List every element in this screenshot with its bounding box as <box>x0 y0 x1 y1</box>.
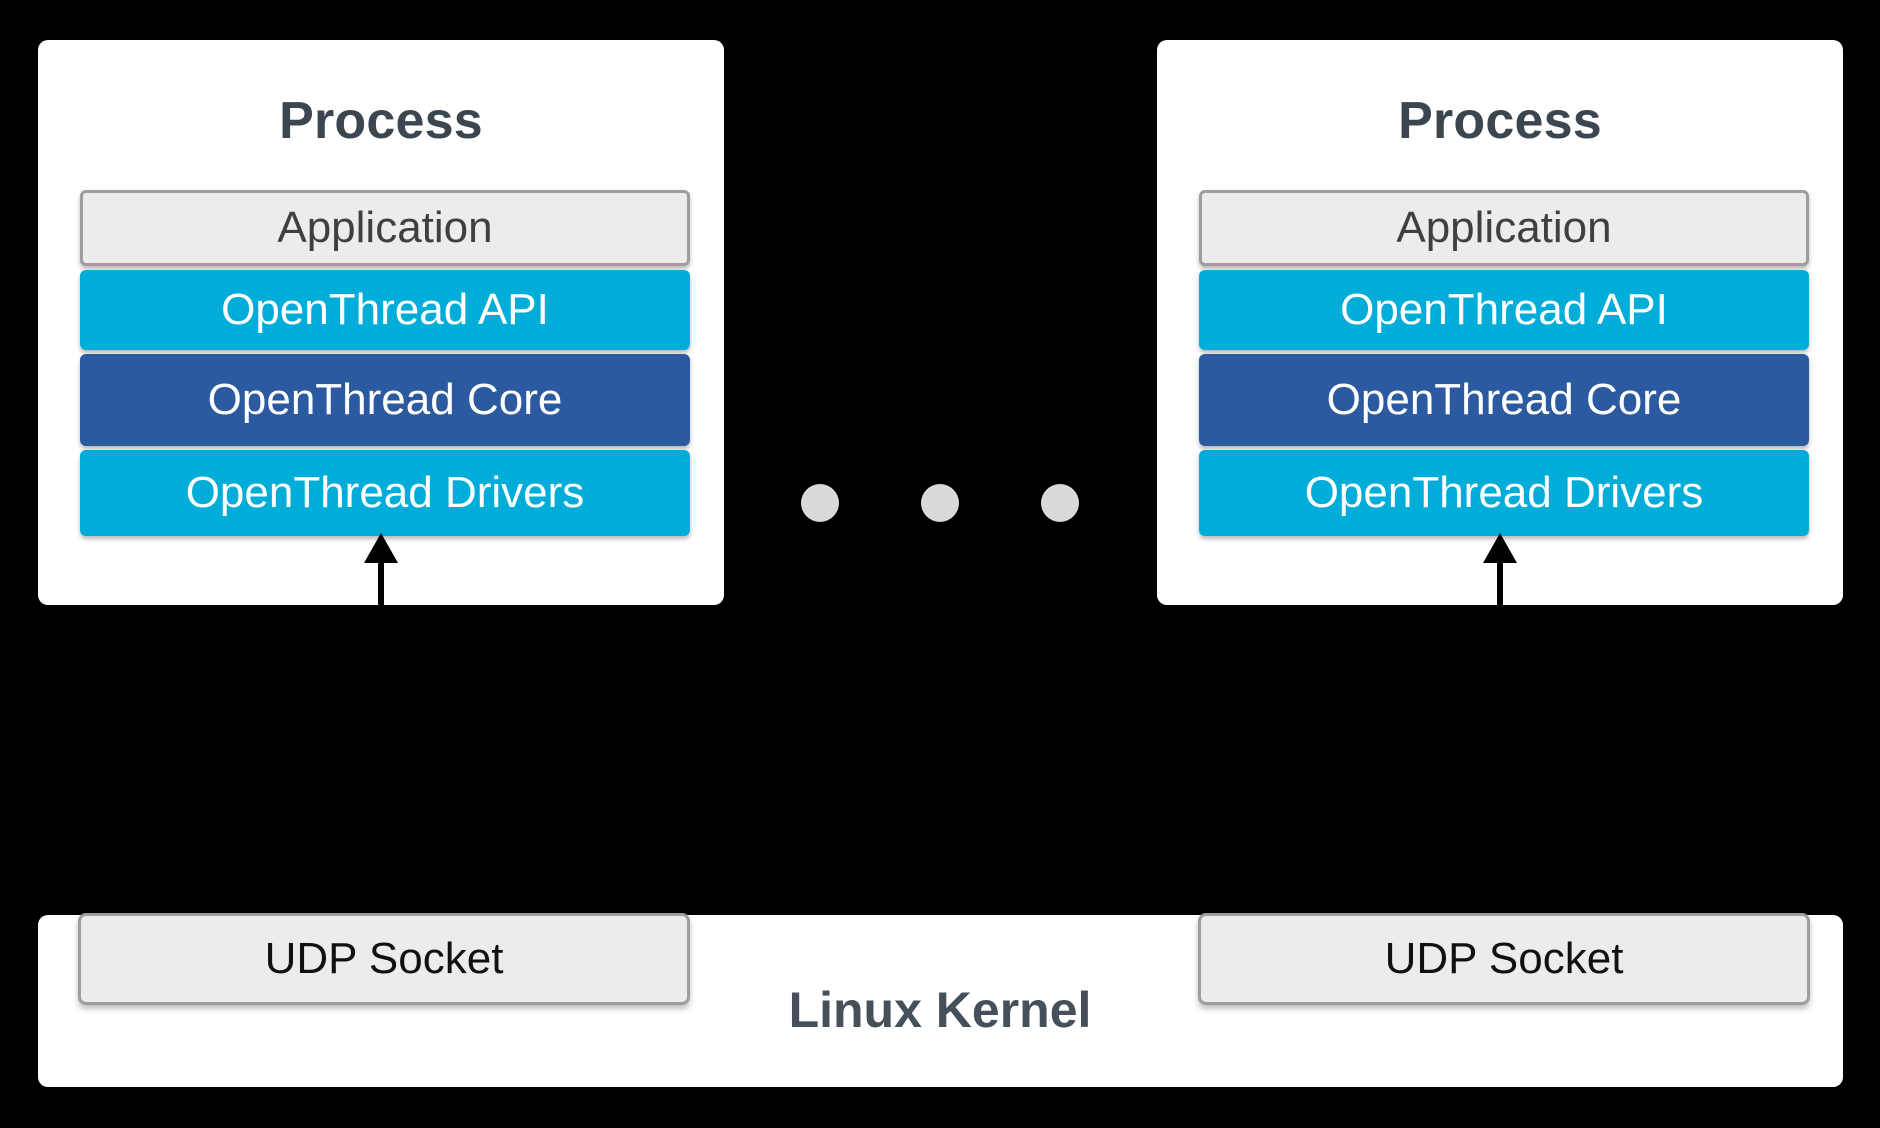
layer-application-right[interactable]: Application <box>1199 190 1809 266</box>
layer-label: OpenThread Core <box>1326 375 1682 424</box>
ellipsis-dot-3 <box>1041 484 1079 522</box>
layer-openthread-drivers-left[interactable]: OpenThread Drivers <box>80 450 690 536</box>
arrow-head-right <box>1483 533 1517 563</box>
process-title-right: Process <box>1398 92 1602 150</box>
arrow-head-left <box>364 533 398 563</box>
layer-openthread-drivers-right[interactable]: OpenThread Drivers <box>1199 450 1809 536</box>
layer-label: OpenThread API <box>1340 285 1668 334</box>
ellipsis-dot-2 <box>921 484 959 522</box>
layer-openthread-core-left[interactable]: OpenThread Core <box>80 354 690 446</box>
layer-openthread-core-right[interactable]: OpenThread Core <box>1199 354 1809 446</box>
udp-socket-box-left[interactable]: UDP Socket <box>78 913 690 1005</box>
udp-socket-label: UDP Socket <box>1384 934 1624 983</box>
kernel-title: Linux Kernel <box>788 982 1092 1038</box>
arrow-shaft-right <box>1497 560 1503 650</box>
layer-label: Application <box>1396 203 1612 252</box>
layer-label: OpenThread Drivers <box>1304 468 1704 517</box>
udp-socket-label: UDP Socket <box>264 934 504 983</box>
layer-openthread-api-right[interactable]: OpenThread API <box>1199 270 1809 350</box>
ellipsis-dot-1 <box>801 484 839 522</box>
arrow-shaft-left <box>378 560 384 650</box>
process-title-left: Process <box>279 92 483 150</box>
layer-label: OpenThread Drivers <box>185 468 585 517</box>
layer-label: OpenThread API <box>221 285 549 334</box>
udp-socket-box-right[interactable]: UDP Socket <box>1198 913 1810 1005</box>
layer-openthread-api-left[interactable]: OpenThread API <box>80 270 690 350</box>
layer-label: Application <box>277 203 493 252</box>
layer-label: OpenThread Core <box>207 375 563 424</box>
layer-application-left[interactable]: Application <box>80 190 690 266</box>
